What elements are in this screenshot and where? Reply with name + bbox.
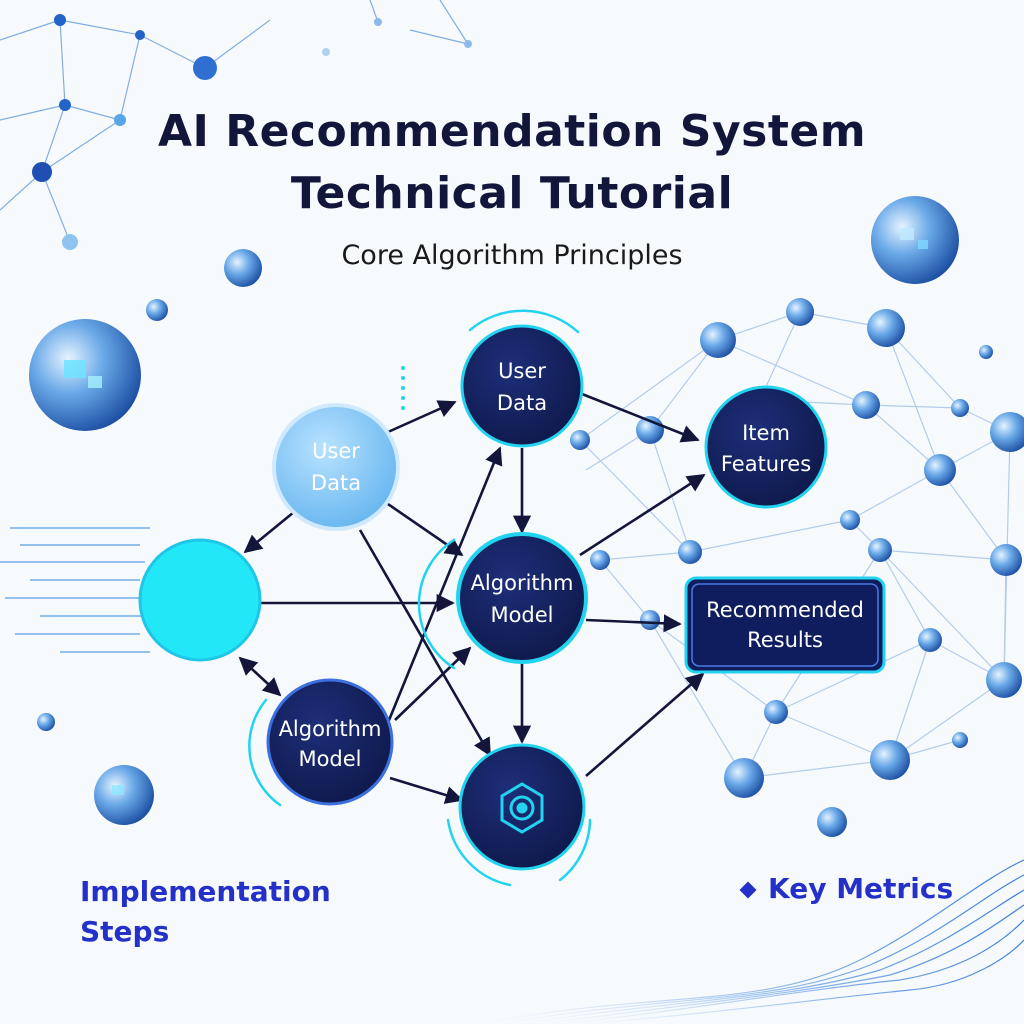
key-metrics-text: Key Metrics — [768, 872, 954, 905]
node-label-line2: Features — [721, 452, 811, 476]
floating-orbs — [29, 196, 959, 837]
node-label-line2: Data — [311, 471, 361, 495]
node-recommended-results: Recommended Results — [684, 576, 886, 674]
node-label-line1: User — [498, 359, 546, 383]
node-label-line1: User — [312, 439, 360, 463]
node-label-line2: Model — [490, 603, 553, 627]
node-label-line1: Recommended — [706, 598, 864, 622]
bottom-wave-lines — [479, 859, 1024, 1024]
node-cyan-input — [138, 538, 262, 662]
page-title-line2: Technical Tutorial — [290, 168, 734, 219]
node-dot-accents — [401, 366, 405, 410]
implementation-steps-label: Implementation Steps — [80, 875, 331, 948]
network-background-top-left — [0, 0, 469, 243]
hexagon-target-icon — [500, 782, 544, 834]
node-label-line1: Item — [742, 421, 790, 445]
network-nodes-top-left — [32, 14, 472, 250]
node-output-icon — [458, 743, 586, 871]
data-stream-lines — [0, 527, 150, 653]
node-item-features: Item Features — [704, 385, 828, 509]
node-label-line2: Data — [497, 391, 547, 415]
page-subtitle: Core Algorithm Principles — [341, 240, 683, 271]
node-algorithm-model-center: Algorithm Model — [456, 532, 588, 664]
node-algorithm-model-bottom: Algorithm Model — [266, 678, 394, 806]
node-label-line1: Algorithm — [279, 717, 382, 741]
key-metrics-label: Key Metrics — [739, 872, 954, 905]
diamond-bullet-icon — [739, 881, 757, 899]
connection-arrows — [238, 392, 706, 804]
node-label-line2: Results — [747, 628, 823, 652]
node-user-data-light: User Data — [272, 403, 400, 531]
node-arc-accents — [248, 309, 592, 887]
page-title-line1: AI Recommendation System — [157, 106, 867, 157]
node-label-line2: Model — [298, 747, 361, 771]
network-nodes-right — [570, 298, 1024, 798]
node-label-line1: Algorithm — [471, 571, 574, 595]
network-background-right — [579, 311, 1011, 779]
node-user-data-top: User Data — [460, 324, 584, 448]
